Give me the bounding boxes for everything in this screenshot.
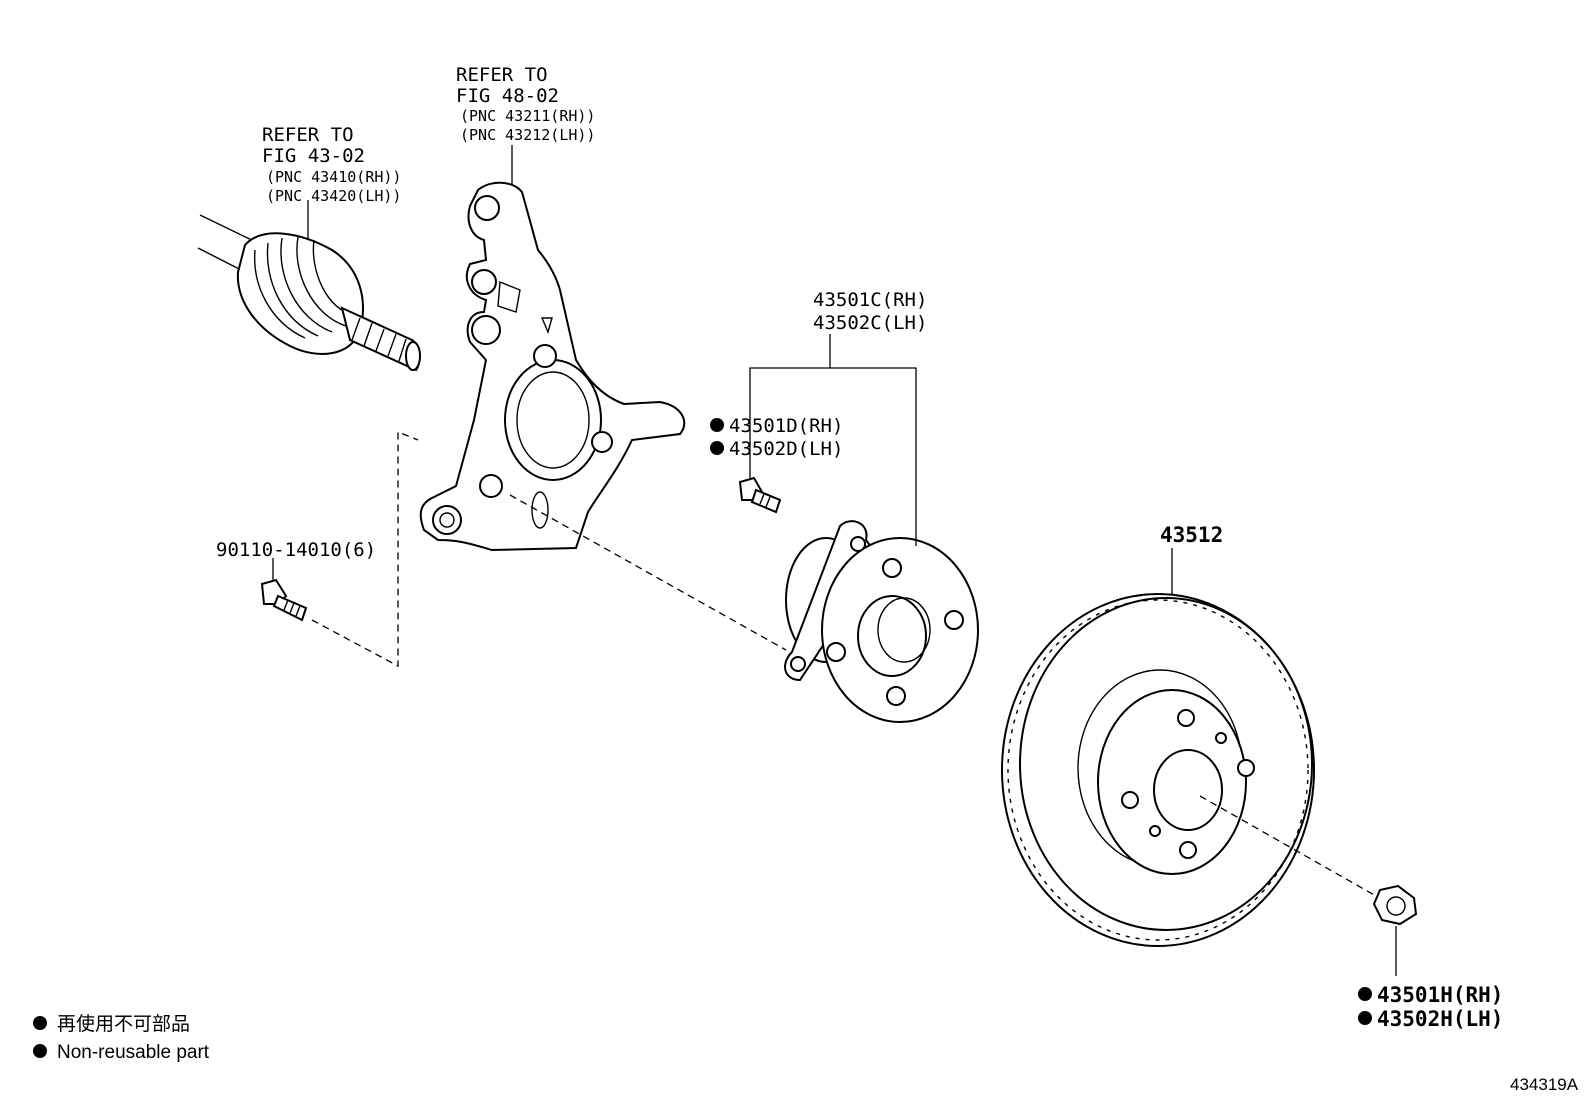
nut-callout: 43501H(RH) 43502H(LH): [1358, 983, 1503, 1031]
figure-id: 434319A: [1510, 1075, 1579, 1094]
driveshaft-pnc-rh: (PNC 43410(RH)): [266, 168, 401, 186]
disc-part: 43512: [1160, 523, 1223, 547]
driveshaft-callout: REFER TO FIG 43-02 (PNC 43410(RH)) (PNC …: [262, 124, 401, 205]
hub-axis-dashed-line: [509, 494, 787, 651]
knuckle-callout: REFER TO FIG 48-02 (PNC 43211(RH)) (PNC …: [456, 64, 595, 144]
hub-leader-bracket: [749, 334, 831, 458]
hub-leader-right: [830, 367, 917, 546]
driveshaft-pnc-lh: (PNC 43420(LH)): [266, 187, 401, 205]
knuckle-bolt-part: 90110-14010(6): [216, 539, 376, 561]
driveshaft-refer-to: REFER TO: [262, 124, 354, 146]
hub-part-rh: 43501C(RH): [813, 289, 927, 311]
hub-nut-illustration: [1372, 884, 1418, 926]
hub-callout: 43501C(RH) 43502C(LH): [813, 289, 927, 334]
drive-shaft-illustration: [197, 214, 421, 372]
steering-knuckle-illustration: [419, 181, 686, 552]
hub-part-lh: 43502C(LH): [813, 312, 927, 334]
nut-rh-bullet: [1358, 987, 1372, 1001]
hub-bolt-rh-bullet: [710, 418, 724, 432]
driveshaft-fig-ref: FIG 43-02: [262, 145, 365, 167]
legend-text-jp: 再使用不可部品: [57, 1013, 190, 1035]
legend: 再使用不可部品 Non-reusable part: [33, 1013, 210, 1063]
nut-lh-bullet: [1358, 1011, 1372, 1025]
nut-part-rh: 43501H(RH): [1377, 983, 1503, 1007]
hub-bolt-part-lh: 43502D(LH): [729, 438, 843, 460]
legend-text-en: Non-reusable part: [57, 1042, 210, 1063]
nut-part-lh: 43502H(LH): [1377, 1007, 1503, 1031]
knuckle-pnc-rh: (PNC 43211(RH)): [460, 107, 595, 125]
knuckle-fig-ref: FIG 48-02: [456, 85, 559, 107]
legend-bullet-jp: [33, 1016, 47, 1030]
hub-bolt-lh-bullet: [710, 441, 724, 455]
knuckle-bolt-dashed-path: [311, 431, 419, 668]
disc-axis-dashed-line: [1199, 795, 1377, 897]
knuckle-bolt-illustration: [260, 578, 308, 622]
legend-bullet-en: [33, 1044, 47, 1058]
hub-bolt-illustration: [738, 476, 782, 514]
knuckle-pnc-lh: (PNC 43212(LH)): [460, 126, 595, 144]
knuckle-refer-to: REFER TO: [456, 64, 548, 86]
hub-bolt-part-rh: 43501D(RH): [729, 415, 843, 437]
hub-assembly-illustration: [784, 520, 979, 723]
brake-disc-illustration: [1001, 593, 1315, 947]
hub-bolt-callout: 43501D(RH) 43502D(LH): [710, 415, 843, 460]
